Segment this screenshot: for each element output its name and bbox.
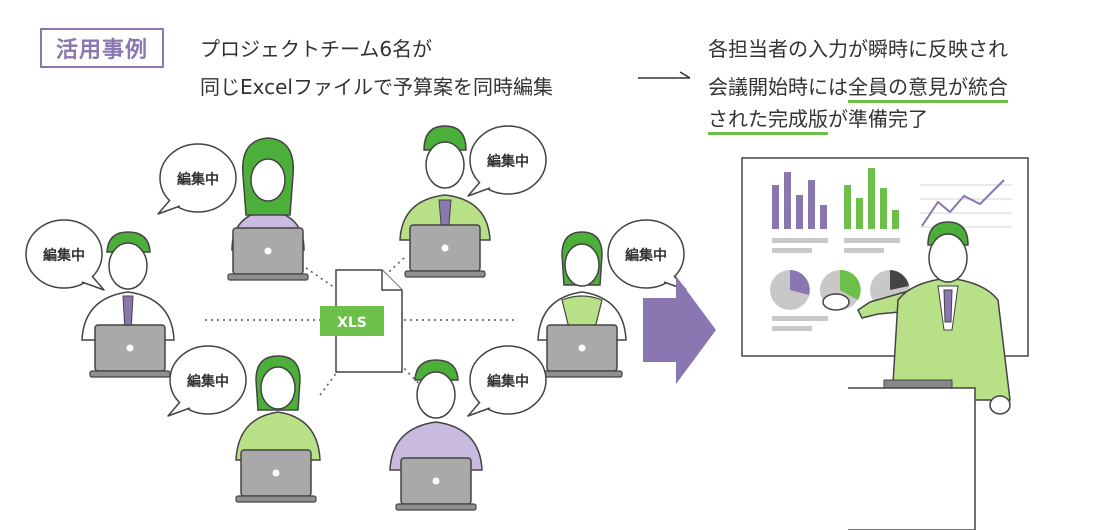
person-top-left [227,137,309,281]
speech-bubble-4: 編集中 [607,219,687,291]
bubble-label-2: 編集中 [487,153,529,170]
right-caption-line3-plain: が準備完了 [828,107,928,131]
right-caption-line1: 各担当者の入力が瞬時に反映され [708,37,1008,61]
presenter-figure [822,221,1011,530]
right-caption-line2-underlined: 全員の意見が統合 [848,75,1008,103]
speech-bubble-2: 編集中 [467,125,547,197]
bubble-label-5: 編集中 [187,373,229,390]
right-caption-line2-plain: 会議開始時には [708,75,848,99]
person-bottom-left [235,355,321,503]
person-bottom-middle [389,359,483,511]
right-caption-line3-underlined: された完成版 [708,107,828,135]
bubble-label-4: 編集中 [625,247,667,264]
file-label: XLS [337,315,367,331]
left-caption-line1: プロジェクトチーム6名が [200,37,433,61]
bubble-label-1: 編集中 [177,171,219,188]
right-caption-line2: 会議開始時には全員の意見が統合 [708,68,1008,106]
big-arrow-icon [643,276,716,384]
speech-bubble-5: 編集中 [167,345,247,417]
speech-bubble-1: 編集中 [157,143,237,215]
excel-file-icon: XLS [320,269,403,373]
arrow-right-icon [638,71,691,79]
person-left [81,231,175,378]
bubble-label-3: 編集中 [43,247,85,264]
bubble-label-6: 編集中 [487,373,529,390]
case-study-tag: 活用事例 [40,28,164,68]
left-caption-line2: 同じExcelファイルで予算案を同時編集 [200,75,553,99]
person-right [537,231,627,378]
speech-bubble-3: 編集中 [25,219,105,291]
right-caption-line3: された完成版が準備完了 [708,100,928,138]
speech-bubble-6: 編集中 [467,345,547,417]
person-top-middle [399,125,491,278]
